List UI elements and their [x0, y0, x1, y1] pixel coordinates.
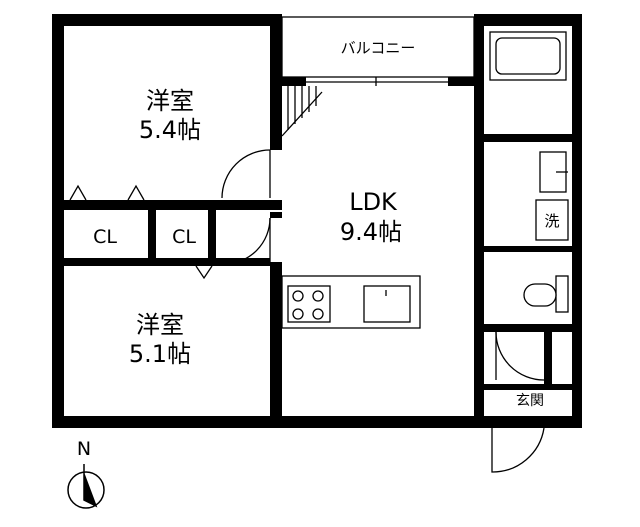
western-room-south-size: 5.1帖: [128, 340, 192, 368]
toilet-seat: [523, 283, 557, 307]
closet-marks: [69, 184, 213, 280]
kitchen-sink: [363, 285, 411, 323]
washer-label: 洗: [544, 212, 560, 230]
compass-rose: [67, 464, 105, 509]
toilet-tank: [555, 275, 569, 313]
western-room-north-size: 5.4帖: [138, 116, 202, 144]
door-swings: [221, 149, 545, 473]
washer-box: [535, 199, 569, 241]
compass-north-label: N: [76, 438, 92, 460]
fixtures: [281, 31, 569, 329]
western-room-south-name: 洋室: [136, 311, 184, 339]
walls: [52, 14, 582, 428]
closet-right-label: CL: [172, 226, 196, 248]
balcony-label: バルコニー: [340, 39, 416, 57]
ldk-size: 9.4帖: [339, 218, 403, 246]
ldk-name: LDK: [349, 188, 397, 216]
closet-left-label: CL: [93, 226, 117, 248]
western-room-north-name: 洋室: [146, 87, 194, 115]
entrance-label: 玄関: [516, 393, 544, 409]
